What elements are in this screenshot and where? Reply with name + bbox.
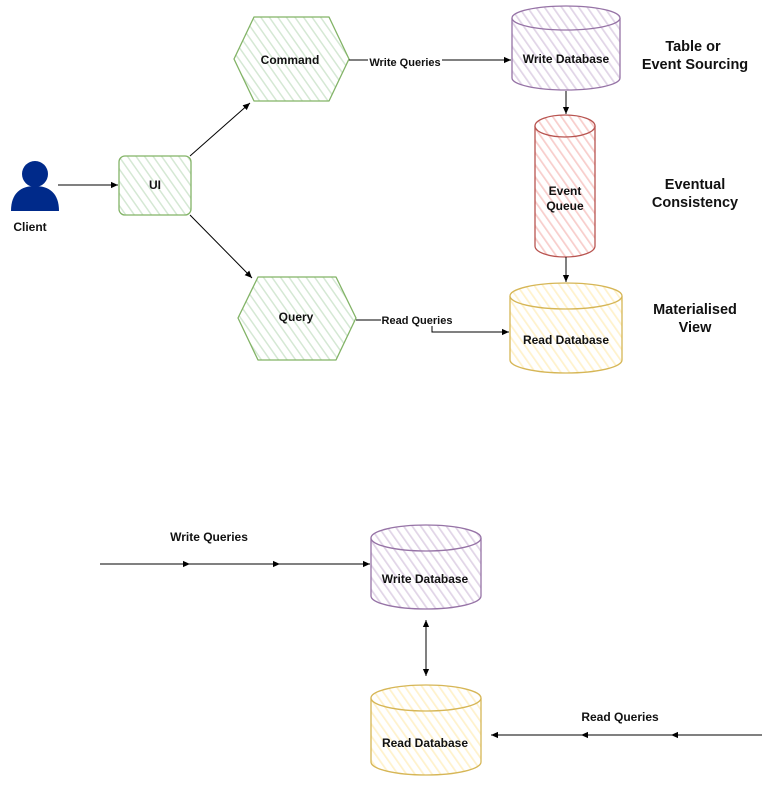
command-node[interactable]: Command — [233, 16, 350, 102]
event-queue-label-line1: Event — [549, 184, 582, 198]
note-write-line2: Event Sourcing — [642, 57, 748, 73]
note-read-line1: Materialised — [653, 302, 737, 318]
event-queue[interactable]: Event Queue — [534, 114, 596, 258]
client-label: Client — [13, 220, 46, 234]
bottom-write-queries-label: Write Queries — [170, 530, 248, 544]
write-database-bottom-label: Write Database — [382, 572, 469, 586]
write-database-top[interactable]: Write Database — [511, 5, 621, 91]
note-queue-line1: Eventual — [665, 177, 725, 193]
read-queries-label: Read Queries — [382, 315, 453, 327]
query-label: Query — [279, 310, 314, 324]
read-database-bottom-label: Read Database — [382, 736, 468, 750]
ui-label: UI — [149, 178, 161, 192]
edge-ui-command — [189, 102, 251, 157]
read-database-top[interactable]: Read Database — [509, 282, 623, 374]
write-queries-label: Write Queries — [369, 57, 440, 69]
ui-node[interactable]: UI — [118, 155, 192, 216]
write-database-label: Write Database — [523, 52, 610, 66]
bottom-read-queries-label: Read Queries — [581, 710, 659, 724]
user-icon — [11, 161, 59, 211]
edge-ui-query — [189, 214, 253, 279]
read-database-bottom[interactable]: Read Database — [370, 684, 482, 776]
read-database-label: Read Database — [523, 333, 609, 347]
event-queue-label-line2: Queue — [546, 199, 584, 213]
note-read-line2: View — [679, 320, 713, 336]
command-label: Command — [261, 53, 320, 67]
query-node[interactable]: Query — [237, 276, 357, 361]
note-queue-line2: Consistency — [652, 195, 738, 211]
note-write-line1: Table or — [665, 39, 721, 55]
write-database-bottom[interactable]: Write Database — [370, 524, 482, 610]
